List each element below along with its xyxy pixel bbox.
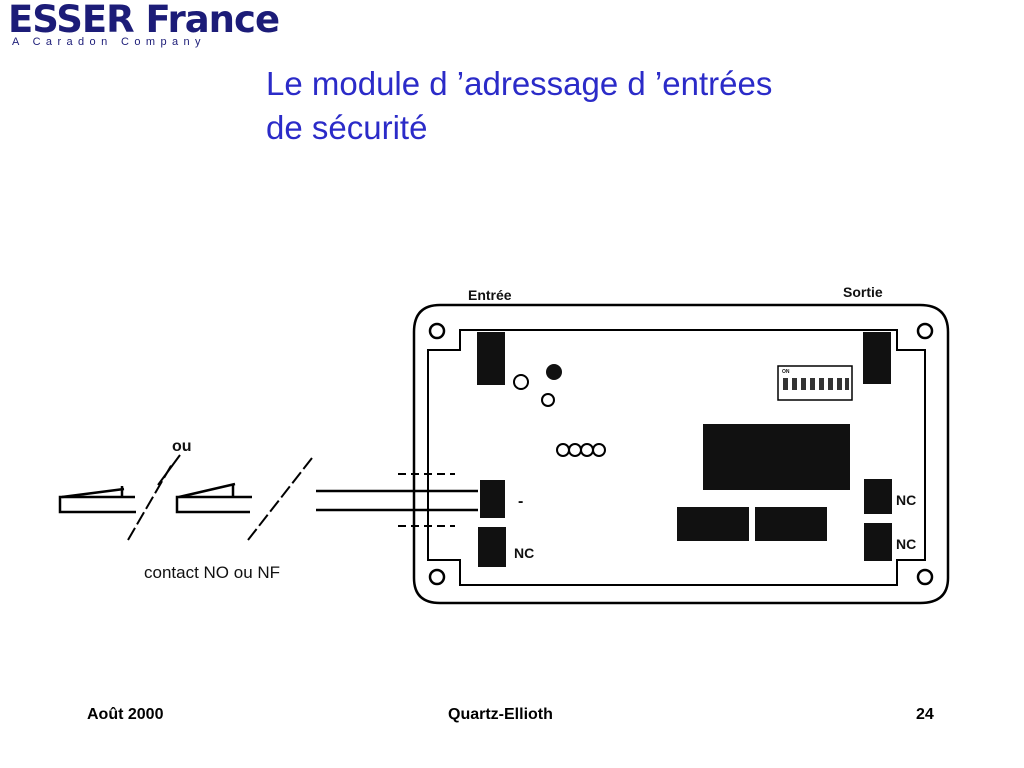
label-entree: Entrée (468, 287, 512, 303)
slide-title: Le module d ’adressage d ’entrées de séc… (266, 62, 966, 150)
switch-symbol-no (58, 486, 136, 514)
component-circle-row (556, 443, 606, 457)
logo-tagline: A Caradon Company (12, 36, 206, 48)
led-indicator (546, 364, 562, 380)
label-ou: ou (172, 438, 192, 455)
dip-switch-on-label: ON (782, 369, 790, 375)
terminal-input-middle (480, 480, 505, 518)
label-nc-input: NC (514, 545, 534, 561)
slide-title-line-1: Le module d ’adressage d ’entrées (266, 65, 773, 102)
switch-symbol-nf (175, 482, 252, 514)
terminal-output-top (863, 332, 891, 384)
footer-date: Août 2000 (87, 706, 164, 723)
label-minus: - (518, 493, 523, 510)
logo-wordmark: ESSER France (8, 0, 280, 41)
terminal-input-top (477, 332, 505, 385)
label-contact-type: contact NO ou NF (144, 563, 280, 582)
label-nc-output-1: NC (896, 492, 916, 508)
slide-title-line-2: de sécurité (266, 109, 428, 146)
microcontroller-chip (703, 424, 850, 490)
mounting-hole-top-left (428, 322, 446, 340)
module-enclosure (412, 303, 950, 605)
mounting-holes (428, 322, 934, 586)
component-circle-2 (541, 393, 555, 407)
component-circle-1 (513, 374, 529, 390)
mounting-hole-bottom-left (428, 568, 446, 586)
label-sortie: Sortie (843, 284, 883, 300)
terminal-output-bottom (864, 523, 892, 561)
module-wiring-diagram: ON En (58, 284, 950, 605)
terminal-input-bottom (478, 527, 506, 567)
company-logo: ESSER France A Caradon Company (8, 0, 358, 52)
chip-left (677, 507, 749, 541)
footer-author: Quartz-Ellioth (448, 706, 553, 723)
break-marks (127, 454, 313, 541)
footer-page-number: 24 (916, 706, 934, 723)
mounting-hole-bottom-right (916, 568, 934, 586)
label-nc-output-2: NC (896, 536, 916, 552)
dip-switch: ON (777, 365, 853, 401)
cable-shield (398, 473, 455, 527)
mounting-hole-top-right (916, 322, 934, 340)
terminal-output-middle (864, 479, 892, 514)
chip-right (755, 507, 827, 541)
input-cable (316, 489, 478, 512)
